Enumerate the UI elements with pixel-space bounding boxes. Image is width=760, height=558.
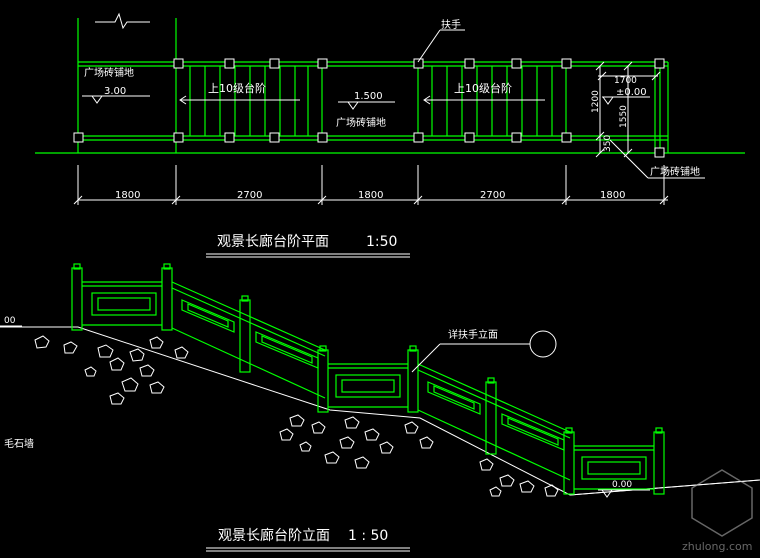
plan-dim-v2: 1550 xyxy=(619,105,629,128)
plan-label-plaza-right: 广场砖铺地 xyxy=(650,165,700,178)
plan-dim-3: 1800 xyxy=(358,190,383,201)
level-mark-right xyxy=(602,96,614,105)
plan-dim-1: 1800 xyxy=(115,190,140,201)
watermark: zhulong.com xyxy=(682,469,753,553)
elev-label-detail: 详扶手立面 xyxy=(448,328,498,341)
detail-leader xyxy=(411,343,441,373)
rubble-stones xyxy=(34,335,559,497)
plan-level-right: ±0.00 xyxy=(616,87,647,98)
plan-label-handrail: 扶手 xyxy=(441,18,461,31)
break-symbol xyxy=(95,12,150,30)
detail-callout-circle xyxy=(529,330,557,358)
plan-label-up-right: 上10级台阶 xyxy=(454,81,512,95)
plan-scale: 1:50 xyxy=(366,234,397,250)
elev-title: 观景长廊台阶立面 xyxy=(218,527,330,544)
plan-steps-left xyxy=(189,66,309,136)
plan-dim-v1: 1200 xyxy=(591,90,601,113)
handrail-leader xyxy=(417,29,441,63)
plaza-right-leader xyxy=(609,139,649,179)
plan-dim-v3: 350 xyxy=(603,135,613,152)
plan-dim-5: 1800 xyxy=(600,190,625,201)
middle-balustrade xyxy=(317,345,419,413)
elev-scale: 1 : 50 xyxy=(348,528,388,544)
plan-label-plaza-mid: 广场砖铺地 xyxy=(336,116,386,129)
plan-steps-right xyxy=(431,66,553,136)
plan-label-plaza-left: 广场砖铺地 xyxy=(84,66,134,79)
lower-sloped-rail xyxy=(417,363,571,481)
elev-level-left: 00 xyxy=(4,316,16,326)
watermark-text: zhulong.com xyxy=(682,540,752,553)
upper-sloped-rail xyxy=(171,281,326,399)
level-mark-left xyxy=(91,95,103,104)
plan-level-left: 3.00 xyxy=(104,86,126,97)
plan-dim-2: 2700 xyxy=(237,190,262,201)
elevation-view: 详扶手立面 00 0.00 毛石墙 观景长廊台阶立面 1 : 50 xyxy=(0,263,760,552)
upper-balustrade xyxy=(71,263,173,331)
plan-label-up-left: 上10级台阶 xyxy=(208,81,266,95)
level-mark-mid xyxy=(347,101,359,110)
plan-level-mid: 1.500 xyxy=(354,91,383,102)
plan-posts xyxy=(73,58,665,158)
elev-level-mark-right xyxy=(601,489,613,498)
plan-title: 观景长廊台阶平面 xyxy=(217,233,329,250)
lower-balustrade xyxy=(563,427,665,495)
elev-level-right: 0.00 xyxy=(612,480,632,490)
plan-dim-right-width: 1700 xyxy=(614,76,637,86)
plan-view: 广场砖铺地 3.00 上10级台阶 上10级台阶 1.500 广场砖铺地 扶手 … xyxy=(35,12,745,258)
elev-label-wall: 毛石墙 xyxy=(4,437,34,450)
plan-dim-4: 2700 xyxy=(480,190,505,201)
plan-dimension-line xyxy=(73,165,669,205)
